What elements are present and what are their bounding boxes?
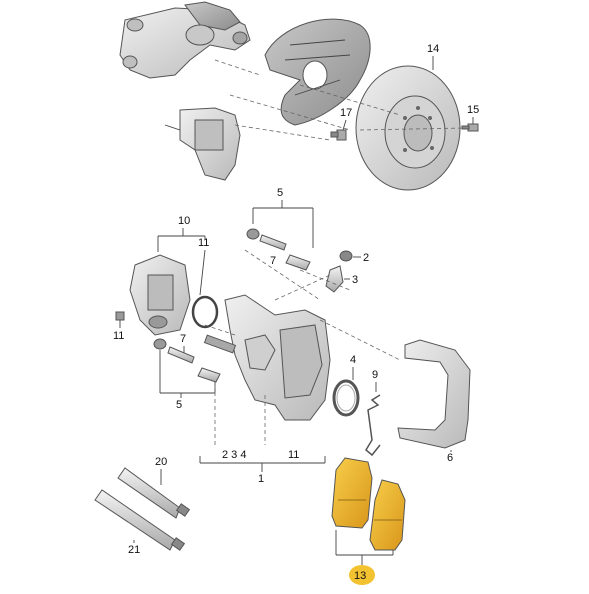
guide-bolt-cap-bottom	[153, 338, 167, 350]
caliper-carrier	[397, 339, 471, 449]
brake-disc	[355, 65, 461, 191]
piston-seal	[332, 379, 360, 417]
callout-1: 1	[258, 473, 264, 485]
callout-11-top: 11	[198, 237, 209, 249]
callout-3: 3	[352, 274, 358, 286]
callout-2-3-4: 2 3 4	[222, 449, 246, 461]
grease-tube-20	[117, 467, 191, 519]
callout-7-top: 7	[270, 255, 276, 267]
brake-caliper	[203, 294, 331, 421]
motor-screw	[115, 311, 125, 328]
splash-plate-bolt	[330, 129, 347, 141]
callout-11-left: 11	[113, 330, 124, 342]
disc-screw	[461, 123, 479, 132]
guide-pin-top	[259, 234, 287, 251]
bleed-valve-cap	[339, 250, 353, 262]
callout-7-bottom: 7	[180, 333, 186, 345]
brake-pad-right	[369, 479, 406, 551]
callout-20: 20	[155, 456, 167, 468]
callout-9: 9	[372, 369, 378, 381]
callout-6: 6	[447, 452, 453, 464]
callout-13-badge: 13	[349, 565, 375, 585]
callout-4: 4	[350, 354, 356, 366]
retaining-spring	[365, 394, 381, 457]
guide-sleeve-top	[285, 254, 311, 271]
bleed-valve	[325, 265, 344, 293]
guide-sleeve-bottom	[197, 367, 221, 383]
callout-5-top: 5	[277, 187, 283, 199]
o-ring-seal	[191, 295, 219, 329]
grease-tube-21	[94, 489, 186, 551]
parking-brake-motor	[129, 254, 191, 336]
callout-13: 13	[354, 570, 366, 582]
callout-17: 17	[340, 107, 352, 119]
callout-21: 21	[128, 544, 140, 556]
callout-2: 2	[363, 252, 369, 264]
callout-5-bottom: 5	[176, 399, 182, 411]
callout-11-bottom: 11	[288, 449, 299, 461]
caliper-assembly-small	[164, 107, 241, 181]
guide-bolt-cap-top	[246, 228, 260, 240]
brake-pad-left	[331, 457, 373, 529]
callout-10: 10	[178, 215, 190, 227]
callout-14: 14	[427, 43, 439, 55]
brake-splash-plate	[264, 18, 371, 126]
guide-pin-bottom	[167, 346, 195, 364]
callout-15: 15	[467, 104, 479, 116]
wheel-bearing-housing	[119, 1, 251, 79]
